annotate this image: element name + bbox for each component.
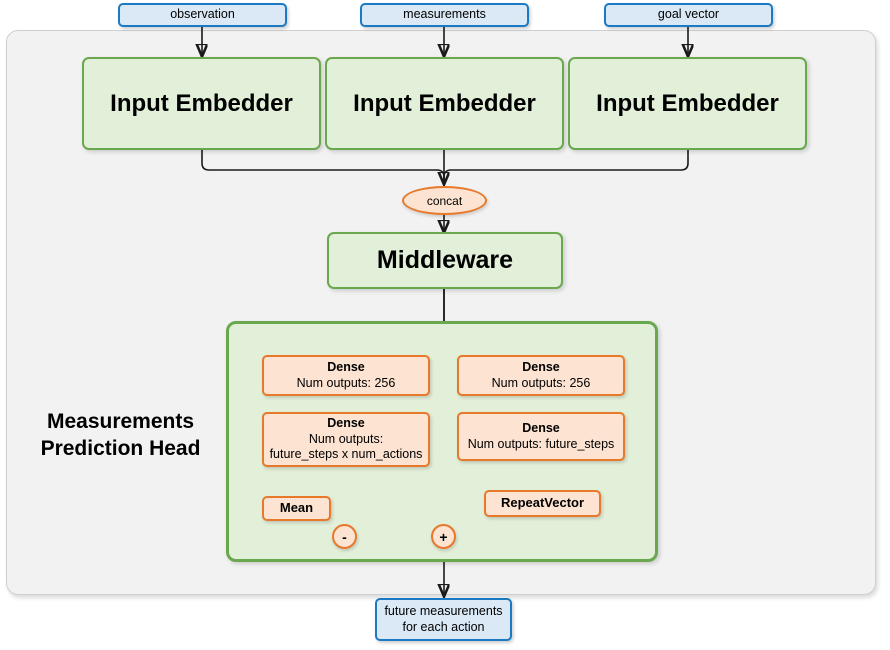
input-observation[interactable]: observation [118, 3, 287, 27]
input-goal-vector-label: goal vector [657, 7, 720, 22]
output-label-line2: for each action [402, 619, 485, 634]
output-future-measurements[interactable]: future measurements for each action [375, 598, 512, 641]
mean-node[interactable]: Mean [262, 496, 331, 521]
subtract-operator[interactable]: - [332, 524, 357, 549]
prediction-head-title-line2: Prediction Head [40, 437, 201, 461]
input-goal-vector[interactable]: goal vector [604, 3, 773, 27]
left-dense-2[interactable]: Dense Num outputs: future_steps x num_ac… [262, 412, 430, 467]
input-embedder-1-label: Input Embedder [110, 89, 293, 117]
left-dense-1[interactable]: Dense Num outputs: 256 [262, 355, 430, 396]
input-embedder-2[interactable]: Input Embedder [325, 57, 564, 150]
left-dense-1-title: Dense [327, 359, 365, 374]
prediction-head-title-line1: Measurements [46, 410, 195, 433]
right-dense-1[interactable]: Dense Num outputs: 256 [457, 355, 625, 396]
input-embedder-2-label: Input Embedder [353, 89, 536, 117]
concat-node[interactable]: concat [402, 186, 487, 215]
output-label-line1: future measurements [384, 603, 503, 618]
prediction-head-title: Measurements Prediction Head [18, 408, 223, 463]
left-dense-2-subtitle-line2: future_steps x num_actions [269, 447, 423, 462]
middleware-label: Middleware [376, 245, 514, 274]
right-dense-2-title: Dense [522, 420, 560, 435]
left-dense-2-subtitle-line1: Num outputs: [308, 431, 384, 446]
input-measurements-label: measurements [403, 7, 486, 22]
input-observation-label: observation [170, 7, 235, 22]
add-operator[interactable]: + [431, 524, 456, 549]
right-dense-1-title: Dense [522, 359, 560, 374]
left-dense-2-title: Dense [327, 416, 365, 431]
subtract-operator-label: - [342, 528, 347, 545]
left-dense-1-subtitle: Num outputs: 256 [296, 375, 396, 390]
repeat-vector-node[interactable]: RepeatVector [484, 490, 601, 517]
concat-label: concat [426, 193, 463, 208]
mean-label: Mean [279, 500, 314, 516]
input-embedder-3-label: Input Embedder [596, 89, 779, 117]
repeat-vector-label: RepeatVector [500, 495, 585, 511]
middleware-node[interactable]: Middleware [327, 232, 563, 289]
input-embedder-1[interactable]: Input Embedder [82, 57, 321, 150]
right-dense-2-subtitle: Num outputs: future_steps [467, 436, 615, 451]
input-measurements[interactable]: measurements [360, 3, 529, 27]
input-embedder-3[interactable]: Input Embedder [568, 57, 807, 150]
add-operator-label: + [439, 528, 448, 545]
right-dense-1-subtitle: Num outputs: 256 [491, 375, 591, 390]
right-dense-2[interactable]: Dense Num outputs: future_steps [457, 412, 625, 461]
